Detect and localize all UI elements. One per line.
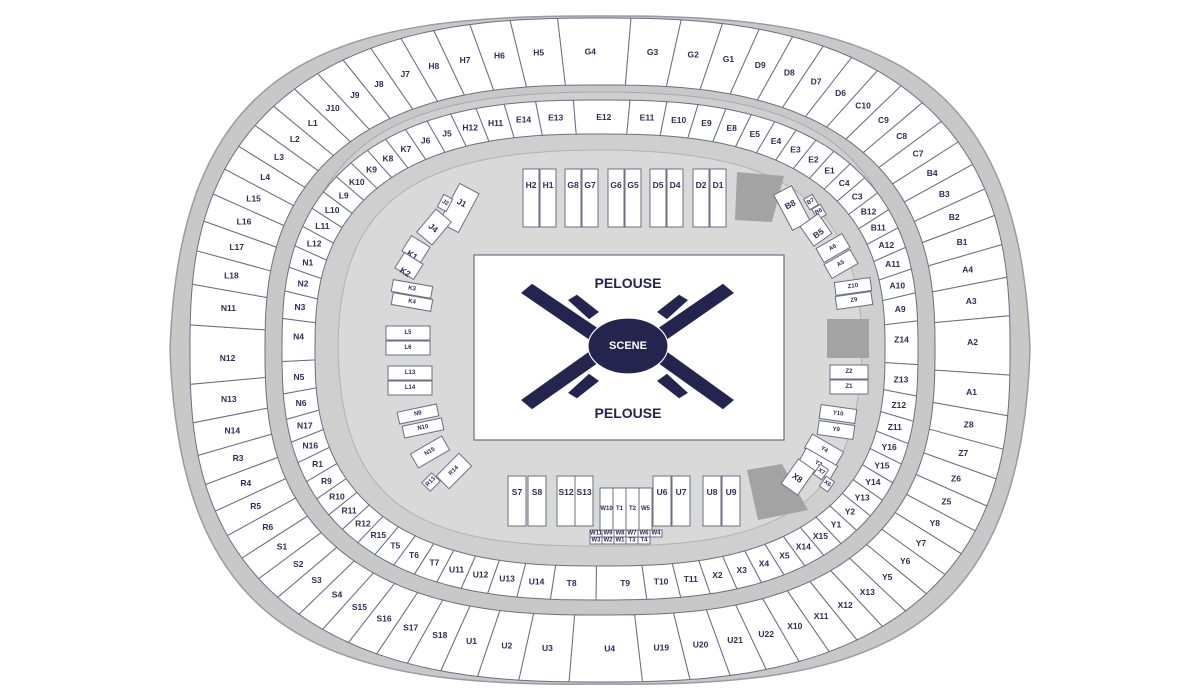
section-e13[interactable] (534, 99, 577, 136)
section-g7[interactable]: G7 (581, 168, 599, 228)
section-d2[interactable]: D2 (692, 168, 710, 228)
section-h2[interactable]: H2 (522, 168, 540, 228)
section-n4[interactable] (281, 317, 317, 363)
blocked-area-top-right (735, 172, 784, 222)
section-g6[interactable]: G6 (607, 168, 625, 228)
section-u8[interactable]: U8 (702, 475, 722, 527)
section-l14[interactable]: L14 (387, 380, 433, 396)
stage-scene[interactable] (519, 282, 736, 411)
section-l6[interactable]: L6 (385, 340, 431, 356)
section-a2[interactable] (934, 315, 1011, 376)
section-z1[interactable]: Z1 (829, 379, 869, 395)
section-u4[interactable] (568, 614, 643, 683)
section-u7[interactable]: U7 (671, 475, 691, 527)
section-w5[interactable]: W5 (638, 487, 653, 531)
section-t4[interactable]: T4 (637, 536, 651, 545)
section-g5[interactable]: G5 (624, 168, 642, 228)
section-w7[interactable]: W7 (625, 529, 639, 538)
section-d4[interactable]: D4 (666, 168, 684, 228)
section-w1[interactable]: W1 (613, 536, 627, 545)
section-t3[interactable]: T3 (625, 536, 639, 545)
section-z2[interactable]: Z2 (829, 364, 869, 380)
section-s12[interactable]: S12 (556, 475, 576, 527)
section-w9[interactable]: W9 (601, 529, 615, 538)
section-j7[interactable] (370, 37, 439, 110)
section-e12[interactable] (572, 99, 631, 135)
section-z14[interactable] (884, 320, 919, 366)
section-w4[interactable]: W4 (649, 529, 663, 538)
section-w10[interactable]: W10 (599, 487, 614, 531)
scene-label: SCENE (609, 340, 647, 352)
section-j5[interactable] (426, 113, 467, 153)
section-n12[interactable] (189, 324, 266, 385)
section-n5[interactable] (281, 359, 317, 395)
section-g8[interactable]: G8 (564, 168, 582, 228)
pelouse-bottom-label: PELOUSE (595, 405, 662, 421)
section-t2[interactable]: T2 (625, 487, 640, 531)
section-l5[interactable]: L5 (385, 325, 431, 341)
section-u9[interactable]: U9 (721, 475, 741, 527)
section-d1[interactable]: D1 (709, 168, 727, 228)
section-w3[interactable]: W3 (589, 536, 603, 545)
pelouse-top-label: PELOUSE (595, 275, 662, 291)
section-s13[interactable]: S13 (574, 475, 594, 527)
section-u6[interactable]: U6 (652, 475, 672, 527)
section-s7[interactable]: S7 (507, 475, 527, 527)
section-d5[interactable]: D5 (649, 168, 667, 228)
section-w6[interactable]: W6 (637, 529, 651, 538)
section-w11[interactable]: W11 (589, 529, 603, 538)
section-l13[interactable]: L13 (387, 365, 433, 381)
section-h1[interactable]: H1 (539, 168, 557, 228)
section-g4[interactable] (557, 17, 632, 86)
section-w8[interactable]: W8 (613, 529, 627, 538)
section-s8[interactable]: S8 (527, 475, 547, 527)
section-w2[interactable]: W2 (601, 536, 615, 545)
section-t1[interactable]: T1 (612, 487, 627, 531)
blocked-area-bottom-right (747, 464, 808, 520)
section-t9[interactable] (595, 564, 648, 601)
section-t8[interactable] (549, 564, 597, 601)
blocked-area-right (827, 319, 869, 358)
